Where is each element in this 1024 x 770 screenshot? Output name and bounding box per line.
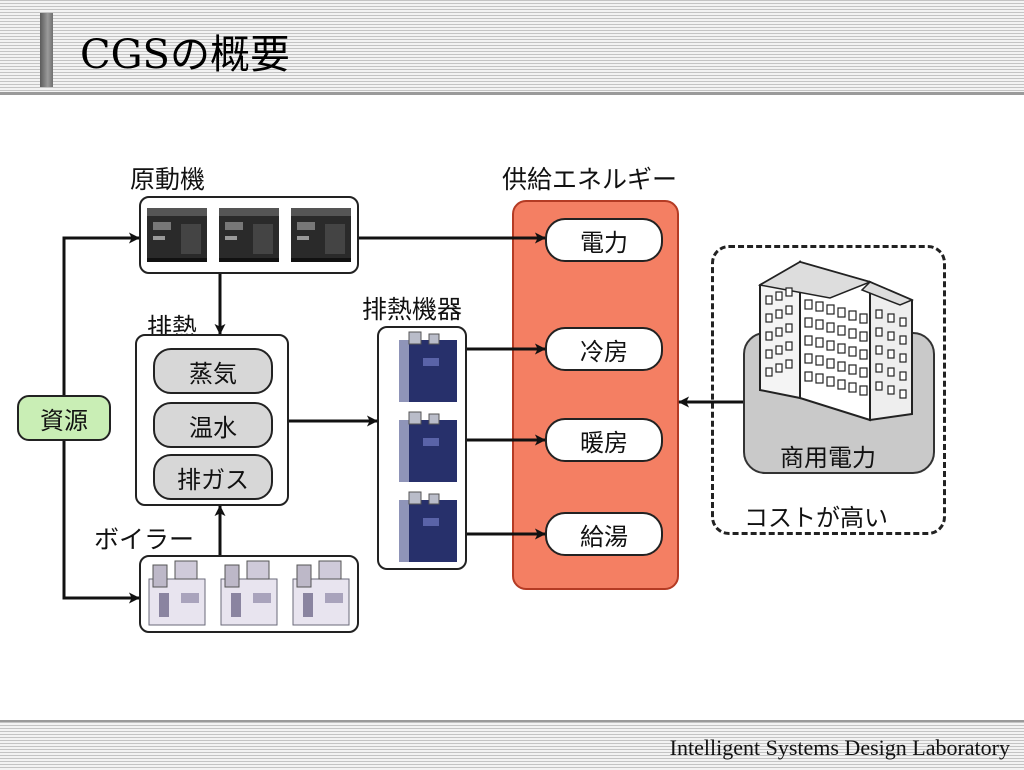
arrow-resource-to-prime-mover [62, 232, 140, 395]
absorption-chiller-icon [399, 411, 457, 482]
heat-equipment-label: 排熱機器 [362, 295, 463, 324]
supply-item-hot-water: 給湯 [545, 512, 663, 556]
heat-equipment-image [399, 331, 457, 562]
generator-icon [147, 208, 207, 262]
boiler-units-image [148, 560, 350, 626]
prime-mover-box [139, 196, 359, 274]
header-band [0, 0, 1024, 95]
generator-icon [219, 208, 279, 262]
absorption-chiller-icon [399, 491, 457, 562]
supply-energy-label: 供給エネルギー [502, 165, 678, 194]
boiler-icon [148, 560, 206, 626]
generator-icon [291, 208, 351, 262]
generator-units-image [147, 208, 351, 262]
high-cost-label: コストが高い [744, 504, 888, 532]
supply-item-electricity: 電力 [545, 218, 663, 262]
header-accent-bar [40, 13, 53, 87]
boiler-box [139, 555, 359, 633]
boiler-label: ボイラー [94, 525, 195, 554]
absorption-chiller-icon [399, 331, 457, 402]
resource-node: 資源 [17, 395, 111, 441]
heat-type-steam: 蒸気 [153, 348, 273, 394]
supply-item-cooling: 冷房 [545, 327, 663, 371]
boiler-icon [292, 560, 350, 626]
supply-item-heating: 暖房 [545, 418, 663, 462]
boiler-icon [220, 560, 278, 626]
footer-lab-name: Intelligent Systems Design Laboratory [669, 735, 1010, 760]
heat-type-hot-water: 温水 [153, 402, 273, 448]
heat-equipment-box [377, 326, 467, 570]
slide-title: CGSの概要 [80, 32, 290, 78]
grid-cost-box [711, 245, 946, 535]
heat-type-exhaust-gas: 排ガス [153, 454, 273, 500]
commercial-power-label: 商用電力 [780, 444, 876, 472]
footer-band [0, 720, 1024, 770]
prime-mover-label: 原動機 [130, 165, 206, 194]
